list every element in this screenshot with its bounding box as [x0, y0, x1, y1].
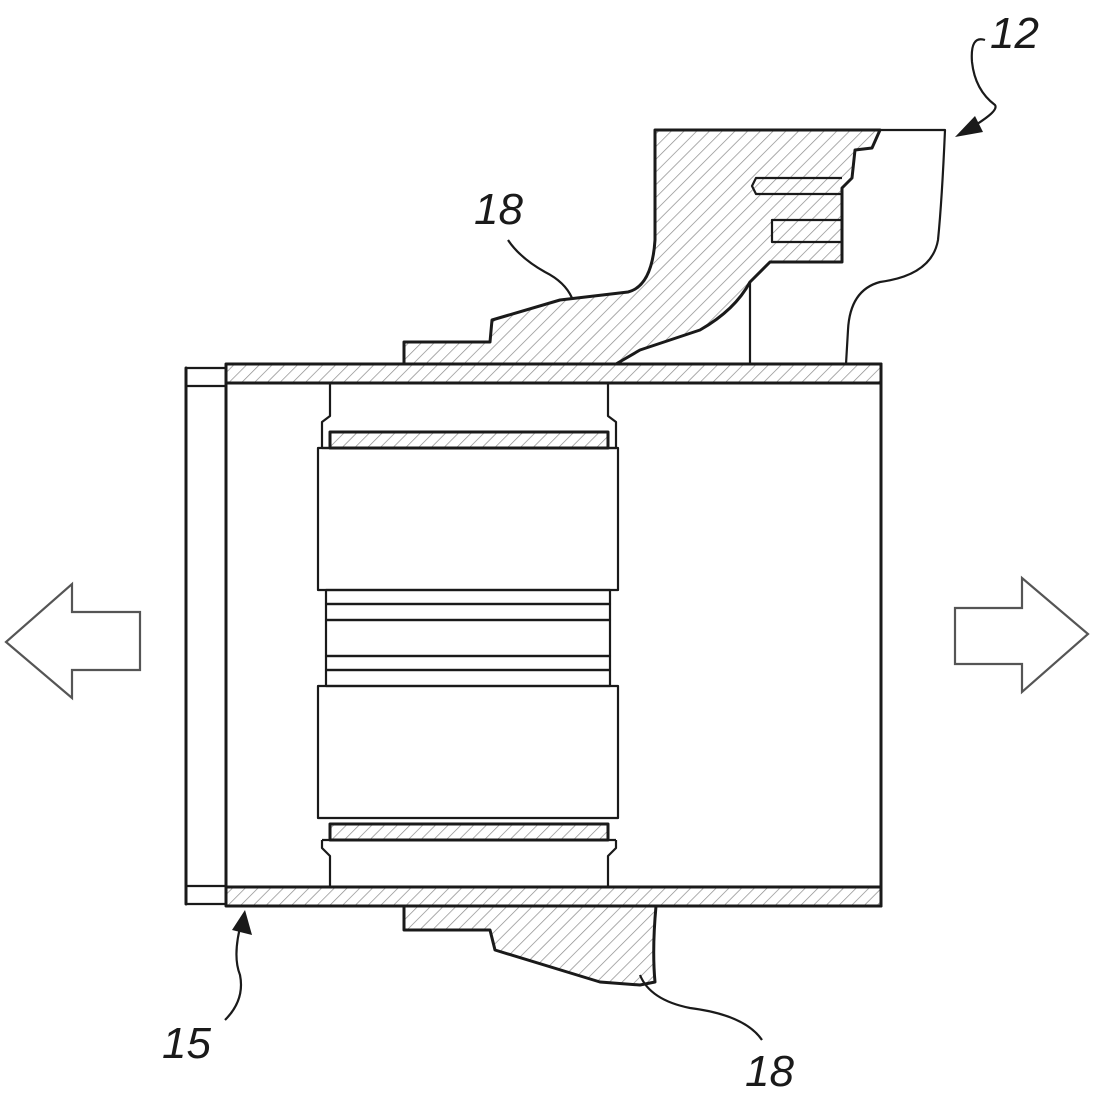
bottom-flange: [402, 904, 658, 987]
right-arrow-icon: [953, 575, 1090, 695]
ref-label-12: 12: [990, 9, 1039, 58]
outer-tube: [184, 362, 883, 908]
leader-lines: [224, 38, 997, 1041]
ref-label-18-bottom: 18: [745, 1047, 794, 1096]
ref-label-18-top: 18: [474, 185, 523, 234]
left-arrow-icon: [4, 581, 142, 701]
housing-flange: [402, 128, 947, 366]
ref-label-15: 15: [162, 1019, 211, 1068]
inner-core: [316, 384, 620, 887]
